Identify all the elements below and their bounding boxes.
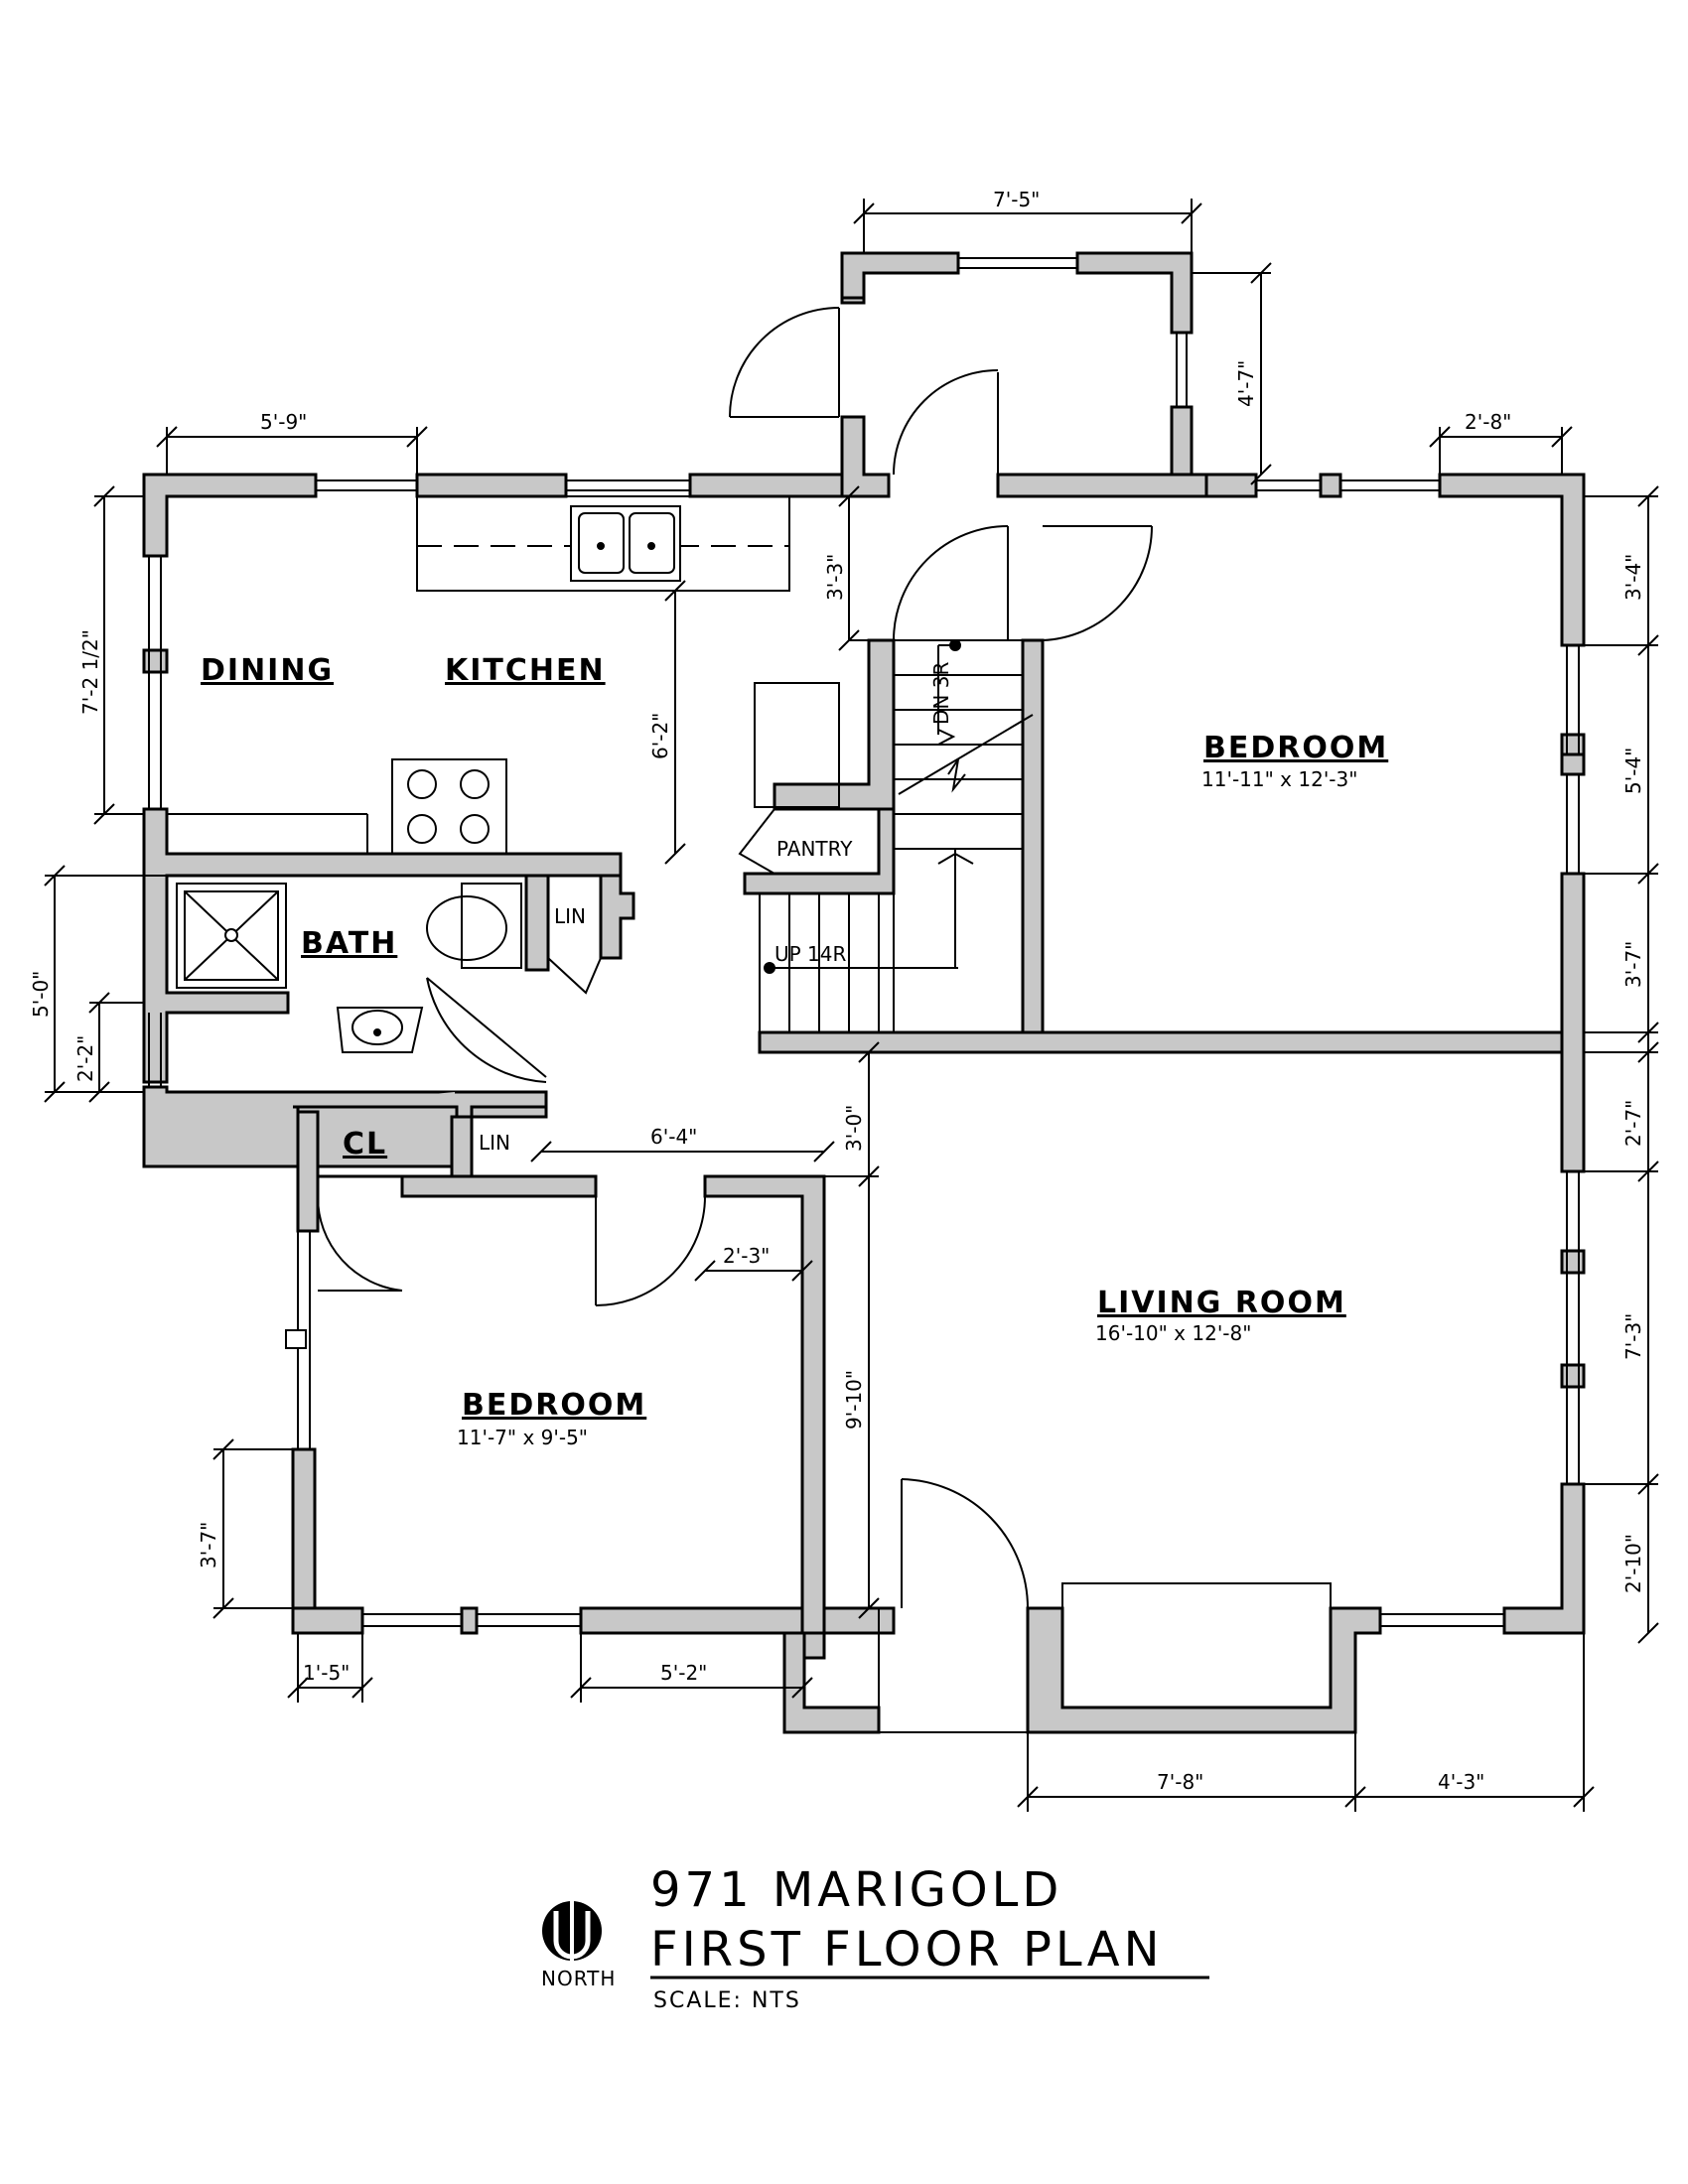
lin-label-bath: LIN bbox=[554, 904, 586, 928]
dim-east-5: 7'-3" bbox=[1621, 1313, 1645, 1360]
dim-bottom-1: 1'-5" bbox=[303, 1661, 350, 1685]
dim-east-4: 2'-7" bbox=[1621, 1100, 1645, 1147]
windows bbox=[148, 257, 1586, 1627]
living-room-label: LIVING ROOM bbox=[1097, 1286, 1346, 1320]
bedroom-sw-label: BEDROOM bbox=[462, 1388, 646, 1423]
north-arrow-icon bbox=[542, 1901, 602, 1961]
bath-label: BATH bbox=[301, 926, 397, 961]
dim-top-entry-depth: 4'-7" bbox=[1234, 360, 1258, 407]
dim-top-entry-width: 7'-5" bbox=[993, 188, 1040, 211]
bedroom-sw-size: 11'-7" x 9'-5" bbox=[457, 1426, 588, 1449]
title-block: NORTH 971 MARIGOLD FIRST FLOOR PLAN SCAL… bbox=[541, 1862, 1209, 2013]
address-title: 971 MARIGOLD bbox=[650, 1862, 1062, 1918]
dim-living-west: 9'-10" bbox=[842, 1370, 866, 1430]
dim-living-3: 3'-0" bbox=[842, 1105, 866, 1152]
dim-door-2-3: 2'-3" bbox=[723, 1244, 770, 1268]
room-labels: DINING KITCHEN BEDROOM 11'-11" x 12'-3" … bbox=[201, 653, 1388, 1449]
dimension-labels: 7'-5" 4'-7" 5'-9" 2'-8" 7'-2 1/2" 6'-2" … bbox=[29, 188, 1645, 1794]
dim-east-2: 5'-4" bbox=[1621, 748, 1645, 794]
plan-title: FIRST FLOOR PLAN bbox=[650, 1922, 1164, 1978]
doors bbox=[316, 307, 1154, 1609]
stair-dn-label: DN 3R bbox=[929, 662, 953, 725]
kitchen-label: KITCHEN bbox=[445, 653, 606, 688]
pantry-label: PANTRY bbox=[776, 837, 853, 861]
dim-lin-width: 6'-4" bbox=[650, 1125, 697, 1149]
lin-label-hall: LIN bbox=[479, 1131, 510, 1155]
walls bbox=[142, 251, 1586, 1734]
bedroom-ne-size: 11'-11" x 12'-3" bbox=[1201, 767, 1357, 791]
fixtures bbox=[167, 495, 1332, 1733]
dining-label: DINING bbox=[201, 653, 334, 688]
dim-kitchen-depth: 6'-2" bbox=[648, 713, 672, 759]
bedroom-ne-label: BEDROOM bbox=[1203, 731, 1388, 765]
dim-bottom-2: 5'-2" bbox=[660, 1661, 707, 1685]
dim-stair-top: 3'-3" bbox=[823, 554, 847, 601]
dim-dining-left: 7'-2 1/2" bbox=[78, 629, 102, 715]
stair-up-label: UP 14R bbox=[774, 942, 847, 966]
dim-ne-top: 2'-8" bbox=[1465, 410, 1511, 434]
cl-label: CL bbox=[343, 1127, 387, 1161]
dim-bottom-3: 7'-8" bbox=[1157, 1770, 1203, 1794]
living-room-size: 16'-10" x 12'-8" bbox=[1095, 1321, 1251, 1345]
dim-east-1: 3'-4" bbox=[1621, 554, 1645, 601]
dim-bath-window: 2'-2" bbox=[73, 1035, 97, 1082]
dimension-lines bbox=[44, 199, 1659, 1812]
dim-bath-left: 5'-0" bbox=[29, 971, 53, 1018]
dim-bottom-4: 4'-3" bbox=[1438, 1770, 1484, 1794]
dim-east-6: 2'-10" bbox=[1621, 1534, 1645, 1593]
dim-east-3: 3'-7" bbox=[1621, 941, 1645, 988]
scale-label: SCALE: NTS bbox=[653, 1988, 801, 2013]
dim-kitchen-top: 5'-9" bbox=[260, 410, 307, 434]
dim-bedroom-sw-left: 3'-7" bbox=[197, 1522, 220, 1569]
north-label: NORTH bbox=[541, 1967, 616, 1990]
